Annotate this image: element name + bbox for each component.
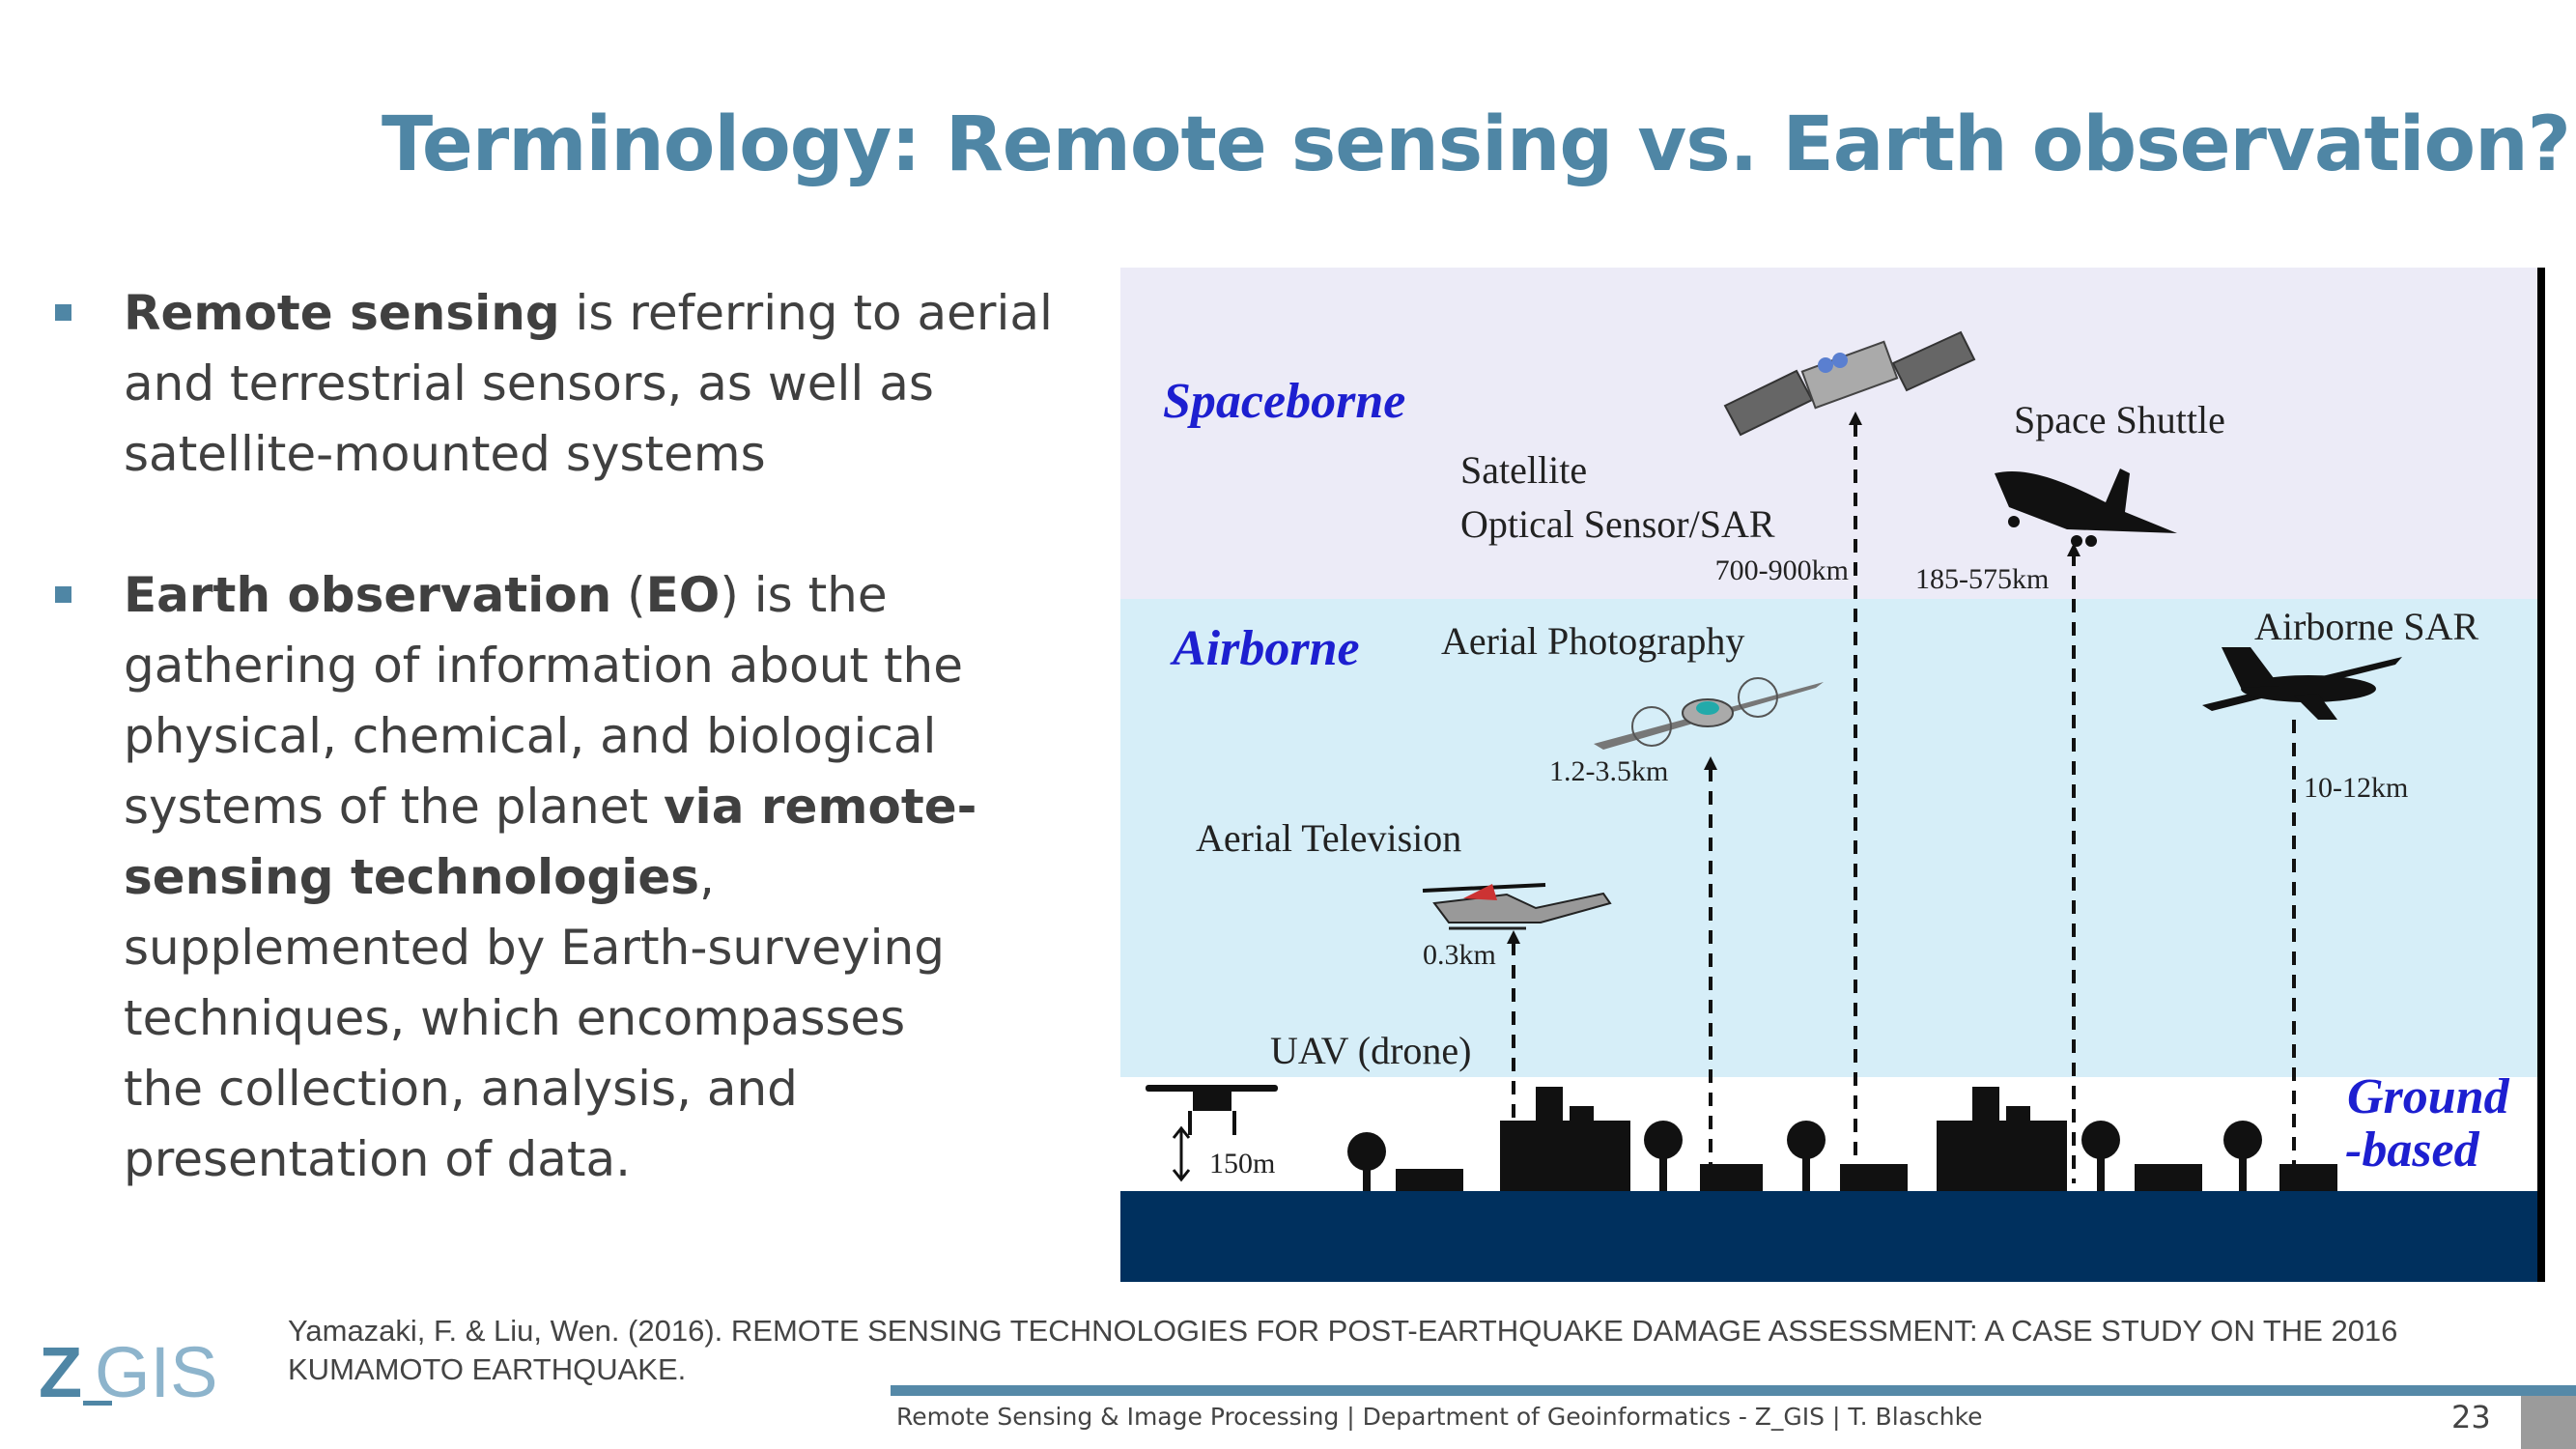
label-aerial-television: Aerial Television [1196,816,1461,860]
satellite-icon [1723,330,1976,437]
bullet-list: Remote sensing is referring to aerial an… [53,278,1106,1265]
airborne-sar-jet-icon [2202,647,2402,720]
footer-text: Remote Sensing & Image Processing | Depa… [896,1403,1983,1431]
definition-text: is referring to aerial and terrestrial s… [124,285,1053,482]
alt-shuttle: 185-575km [1915,563,2049,595]
logo-underscore [83,1401,112,1406]
bullet-marker-icon [55,586,71,603]
label-airborne: Airborne [1170,621,1360,676]
zgis-logo: Z GIS [39,1331,217,1412]
label-aerial-photography: Aerial Photography [1441,619,1744,663]
footer-bar [891,1385,2576,1396]
definition-text: ( [611,567,646,623]
page-number: 23 [2451,1399,2491,1435]
emphasis-bold: via remote-sensing technologies [124,779,977,905]
footer-corner-block [2521,1396,2576,1449]
space-shuttle-icon [1995,469,2177,547]
abbrev-bold: EO [645,567,721,623]
label-airborne-sar: Airborne SAR [2254,605,2479,648]
citation: Yamazaki, F. & Liu, Wen. (2016). REMOTE … [288,1314,2398,1386]
term-bold: Earth observation [124,567,612,623]
height-arrow-icon [1172,1125,1191,1182]
trees [1347,1121,2262,1191]
label-ground: Ground [2347,1069,2510,1124]
houses [1396,1164,2337,1191]
base-band [1120,1191,2540,1282]
alt-uav: 150m [1209,1148,1275,1179]
alt-aerial-television: 0.3km [1423,939,1496,971]
definition-text: ) is the gathering of information about … [124,567,963,835]
term-bold: Remote sensing [124,285,560,341]
alt-aerial-photography: 1.2-3.5km [1549,755,1668,787]
slide-title: Terminology: Remote sensing vs. Earth ob… [382,101,2571,188]
label-based: -based [2345,1122,2480,1178]
bullet-marker-icon [55,304,71,321]
logo-gis: GIS [95,1332,218,1412]
aerial-photography-plane-icon [1594,677,1824,750]
label-spaceborne: Spaceborne [1163,374,1405,429]
definition-text: , supplemented by Earth-surveying techni… [124,849,945,1187]
altitude-lines [1512,423,2296,1183]
arrowheads [1507,412,2081,944]
drone-icon [1146,1085,1278,1135]
label-uav: UAV (drone) [1270,1029,1472,1072]
bullet-remote-sensing: Remote sensing is referring to aerial an… [53,278,1106,490]
alt-airborne-sar: 10-12km [2304,772,2408,804]
spaceborne-band [1120,268,2540,599]
alt-satellite: 700-900km [1715,554,1849,586]
label-optical-sar: Optical Sensor/SAR [1460,502,1775,546]
label-satellite: Satellite [1460,448,1587,492]
bullet-earth-observation: Earth observation (EO) is the gathering … [53,560,993,1195]
ground-silhouettes [1347,1087,2337,1191]
helicopter-icon [1422,883,1612,930]
panel-right-border [2537,268,2545,1282]
label-space-shuttle: Space Shuttle [2014,398,2225,441]
logo-z: Z [39,1332,83,1412]
